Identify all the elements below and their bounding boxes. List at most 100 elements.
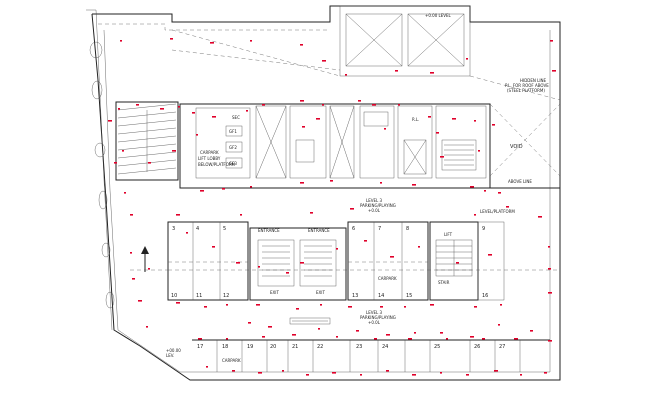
right-level-marker: LEVEL/PLATFORM xyxy=(480,209,515,214)
red-annotation-marker xyxy=(430,72,434,74)
red-annotation-marker xyxy=(514,338,518,340)
red-annotation-marker xyxy=(114,162,117,164)
red-annotation-marker xyxy=(192,112,195,114)
sec-label: SEC xyxy=(232,115,240,120)
level-marker-1: +00.00 xyxy=(166,348,181,353)
level3-top-note-3: +0.0L xyxy=(368,208,381,213)
stall-number: 17 xyxy=(197,344,203,350)
stall-number: 24 xyxy=(382,344,388,350)
red-annotation-marker xyxy=(466,58,468,60)
red-annotation-marker xyxy=(292,334,296,336)
red-annotation-marker xyxy=(330,180,333,182)
red-annotation-marker xyxy=(474,306,477,308)
red-annotation-marker xyxy=(436,132,439,134)
red-annotation-marker xyxy=(398,104,400,106)
red-annotation-marker xyxy=(320,304,322,306)
red-annotation-marker xyxy=(530,330,533,332)
direction-arrow-icon xyxy=(141,246,149,272)
red-annotation-marker xyxy=(372,104,376,106)
red-annotation-marker xyxy=(466,374,469,376)
red-annotation-marker xyxy=(258,372,262,374)
red-annotation-marker xyxy=(322,60,326,62)
red-annotation-marker xyxy=(286,272,289,274)
above-line-note: ABOVE LINE xyxy=(508,179,532,184)
stall-number: 27 xyxy=(499,344,505,350)
carpark-left-label: CARPARK xyxy=(200,150,219,155)
red-annotation-marker xyxy=(482,338,485,340)
red-annotation-marker xyxy=(412,184,416,186)
red-annotation-marker xyxy=(428,116,431,118)
red-annotation-marker xyxy=(246,110,248,112)
stall-number: 21 xyxy=(292,344,298,350)
red-annotation-marker xyxy=(384,128,386,130)
red-annotation-marker xyxy=(470,336,474,338)
red-annotation-marker xyxy=(210,42,214,44)
red-annotation-marker xyxy=(160,108,164,110)
red-annotation-marker xyxy=(212,116,216,118)
hidden-line-note-2: P.L. FOR ROOF ABOVE xyxy=(505,83,549,88)
red-annotation-marker xyxy=(300,100,304,102)
red-annotation-marker xyxy=(178,106,180,108)
lift-label: LIFT xyxy=(444,232,453,237)
stall-number: 3 xyxy=(172,226,175,232)
red-annotation-marker xyxy=(232,370,235,372)
stall-number: 22 xyxy=(317,344,323,350)
red-annotation-marker xyxy=(440,372,442,374)
red-annotation-marker xyxy=(544,372,547,374)
stall-number: 20 xyxy=(270,344,276,350)
stall-number: 16 xyxy=(482,293,488,299)
red-annotation-marker xyxy=(498,324,500,326)
carpark-centre-label: CARPARK xyxy=(378,276,397,281)
red-annotation-marker xyxy=(296,308,299,310)
red-annotation-marker xyxy=(548,268,551,270)
stall-number: 9 xyxy=(482,226,485,232)
red-annotation-marker xyxy=(198,338,202,340)
red-annotation-marker xyxy=(474,214,476,216)
red-annotation-marker xyxy=(550,40,553,42)
level3-top-note-1: LEVEL 3 xyxy=(366,198,383,203)
red-annotation-marker xyxy=(200,190,204,192)
red-annotation-marker xyxy=(148,268,150,270)
red-annotation-marker xyxy=(124,192,126,194)
annotation-markers xyxy=(108,38,556,376)
red-annotation-marker xyxy=(306,374,309,376)
red-annotation-marker xyxy=(358,100,361,102)
red-annotation-marker xyxy=(300,44,303,46)
stall-number: 19 xyxy=(247,344,253,350)
red-annotation-marker xyxy=(440,156,444,158)
red-annotation-marker xyxy=(318,328,320,330)
level3-bottom-note-1: LEVEL 3 xyxy=(366,310,383,315)
red-annotation-marker xyxy=(418,246,420,248)
red-annotation-marker xyxy=(390,256,394,258)
red-annotation-marker xyxy=(236,262,240,264)
lift-lobby-note-2: BELOW/PLATFORM xyxy=(198,162,236,167)
red-annotation-marker xyxy=(336,336,338,338)
stall-number: 8 xyxy=(406,226,409,232)
red-annotation-marker xyxy=(412,374,416,376)
red-annotation-marker xyxy=(500,304,502,306)
red-annotation-marker xyxy=(356,330,359,332)
stall-number: 23 xyxy=(356,344,362,350)
level-marker-2: LEV. xyxy=(166,353,174,358)
red-annotation-marker xyxy=(474,120,476,122)
stall-number: 7 xyxy=(378,226,381,232)
stall-number: 6 xyxy=(352,226,355,232)
red-annotation-marker xyxy=(302,126,305,128)
red-annotation-marker xyxy=(268,326,272,328)
middle-parking-band xyxy=(130,221,560,301)
red-annotation-marker xyxy=(332,372,336,374)
red-annotation-marker xyxy=(186,232,188,234)
gf3-label: GF3 xyxy=(229,161,237,166)
gf1-label: GF1 xyxy=(229,129,237,134)
red-annotation-marker xyxy=(250,186,252,188)
red-annotation-marker xyxy=(404,306,406,308)
red-annotation-marker xyxy=(262,104,265,106)
red-annotation-marker xyxy=(122,150,124,152)
stall-number: 5 xyxy=(223,226,226,232)
stall-number: 14 xyxy=(378,293,384,299)
red-annotation-marker xyxy=(206,366,208,368)
red-annotation-marker xyxy=(494,370,498,372)
bottom-parking-row xyxy=(192,339,550,372)
red-annotation-marker xyxy=(196,134,198,136)
red-annotation-marker xyxy=(374,338,377,340)
